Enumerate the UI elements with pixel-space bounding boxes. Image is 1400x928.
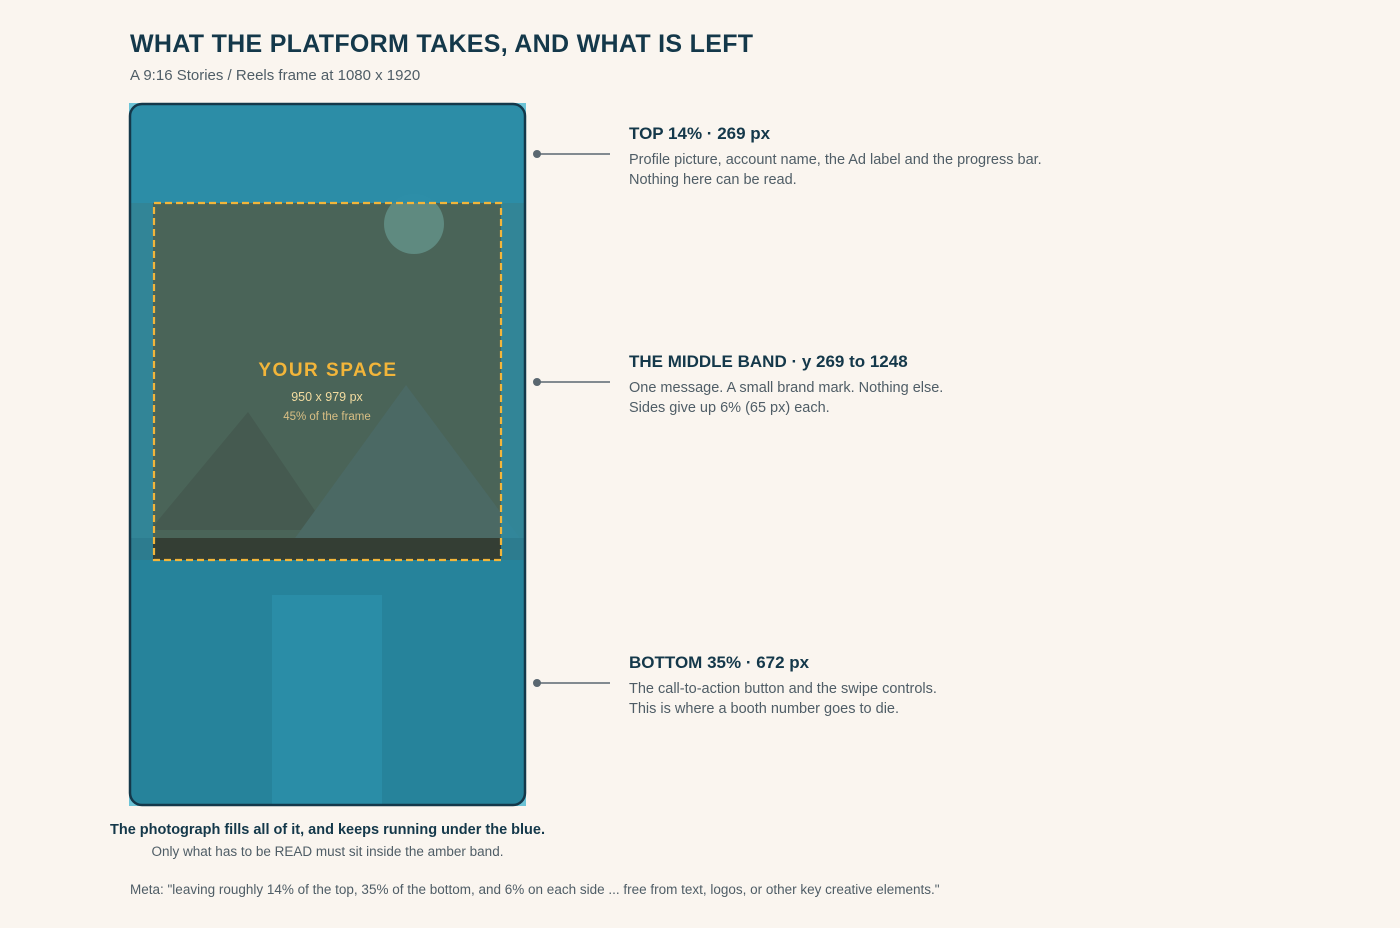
annotation-top: TOP 14% · 269 px Profile picture, accoun…: [629, 124, 1042, 190]
annotation-middle-line-2: Sides give up 6% (65 px) each.: [629, 400, 830, 416]
annotation-middle-line-1: One message. A small brand mark. Nothing…: [629, 380, 944, 396]
annotation-bottom-heading: BOTTOM 35% · 672 px: [629, 653, 810, 672]
annotation-middle-heading: THE MIDDLE BAND · y 269 to 1248: [629, 352, 908, 371]
cta-column-shape: [272, 595, 382, 805]
right-side-overlay: [501, 203, 525, 560]
annotation-top-heading: TOP 14% · 269 px: [629, 124, 771, 143]
page-subtitle: A 9:16 Stories / Reels frame at 1080 x 1…: [130, 67, 421, 84]
left-side-overlay: [130, 203, 153, 560]
safe-zone-share: 45% of the frame: [283, 411, 371, 423]
annotation-top-line-1: Profile picture, account name, the Ad la…: [629, 152, 1042, 168]
caption-sub: Only what has to be READ must sit inside…: [151, 844, 504, 859]
leader-dot-bottom: [533, 679, 541, 687]
ground-strip: [130, 538, 525, 562]
meta-quote: Meta: "leaving roughly 14% of the top, 3…: [130, 882, 940, 897]
sun-shape: [384, 194, 444, 254]
page-title: WHAT THE PLATFORM TAKES, AND WHAT IS LEF…: [130, 30, 754, 58]
leader-dot-top: [533, 150, 541, 158]
safe-zone-label: YOUR SPACE: [258, 360, 397, 381]
mountain-left: [150, 412, 328, 530]
annotation-bottom-line-1: The call-to-action button and the swipe …: [629, 681, 937, 697]
annotation-top-line-2: Nothing here can be read.: [629, 172, 797, 188]
annotation-bottom: BOTTOM 35% · 672 px The call-to-action b…: [629, 653, 937, 719]
annotation-middle: THE MIDDLE BAND · y 269 to 1248 One mess…: [629, 352, 943, 418]
caption-main: The photograph fills all of it, and keep…: [109, 822, 545, 838]
leader-dot-middle: [533, 378, 541, 386]
mountain-right: [290, 385, 525, 545]
top-overlay: [130, 104, 525, 203]
safe-zone-size: 950 x 979 px: [291, 390, 363, 404]
annotation-bottom-line-2: This is where a booth number goes to die…: [629, 701, 900, 717]
phone-frame-border: [128, 102, 527, 807]
